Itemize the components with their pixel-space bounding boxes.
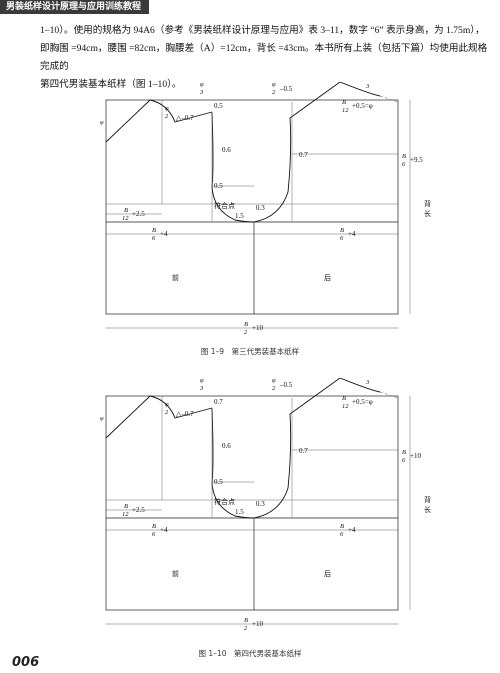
label-b12-num: B xyxy=(342,99,346,106)
label-d15: 1.5 xyxy=(235,212,244,220)
label-b6-right-num: B xyxy=(402,153,406,160)
label-frac-phi2-num: φ xyxy=(165,105,169,112)
label-b2-plus10: +10 xyxy=(252,324,263,332)
label-back-length-1: 背 xyxy=(424,495,431,504)
label-back-phi2-den: 2 xyxy=(272,89,276,96)
label-b6-plus95: +9.5 xyxy=(410,156,423,164)
label-phi2-minus05: –0.5 xyxy=(279,85,293,93)
label-b6-back-den: 6 xyxy=(340,531,344,538)
label-b6-back-num: B xyxy=(340,523,344,530)
label-b6-front-den: 6 xyxy=(152,531,156,538)
label-back: 后 xyxy=(324,273,331,282)
back-armhole-shoulder xyxy=(253,378,381,519)
label-front: 前 xyxy=(172,569,179,578)
label-b6-front-num: B xyxy=(152,523,156,530)
label-d07: 0.7 xyxy=(299,447,308,455)
label-b6-plus4-back: +4 xyxy=(348,526,356,534)
label-b6-plus4-back: +4 xyxy=(348,230,356,238)
frame xyxy=(105,395,399,611)
label-d15: 1.5 xyxy=(235,508,244,516)
label-back: 后 xyxy=(324,569,331,578)
label-b12-front-den: 12 xyxy=(122,215,129,222)
label-b12-den: 12 xyxy=(342,403,349,410)
label-frac-phi3-num: φ xyxy=(200,378,204,384)
label-b12-num: B xyxy=(342,395,346,402)
front-armhole xyxy=(211,111,255,223)
intro-line-1: 1–10）。使用的规格为 94A6（参考《男装纸样设计原理与应用》表 3–11，… xyxy=(40,25,485,36)
label-d03: 0.3 xyxy=(256,204,265,212)
label-b12-den: 12 xyxy=(342,107,349,114)
label-b2-den: 2 xyxy=(244,329,248,336)
label-b6-right-num: B xyxy=(402,449,406,456)
label-d05b: 0.5 xyxy=(214,182,223,190)
page-number: 006 xyxy=(12,655,40,670)
label-b6-right-den: 6 xyxy=(402,457,406,464)
label-b6-right-den: 6 xyxy=(402,161,406,168)
label-back-phi2-den: 2 xyxy=(272,385,276,392)
figure-1-caption: 图 1–9 第三代男装基本纸样 xyxy=(200,347,300,356)
label-b6-plus4-front: +4 xyxy=(160,526,168,534)
back-neck-dash xyxy=(379,391,399,399)
label-d06: 0.6 xyxy=(222,146,231,154)
label-d05a: 0.5 xyxy=(214,102,223,110)
header-band: 男装纸样设计原理与应用训练教程 xyxy=(0,0,500,14)
back-neck-dash xyxy=(379,95,399,103)
label-back-length-2: 长 xyxy=(424,209,431,218)
label-b12-plus25: +2.5 xyxy=(132,506,145,514)
frame xyxy=(105,99,399,315)
label-b2-num: B xyxy=(244,321,248,328)
back-armhole-shoulder xyxy=(253,82,381,223)
intro-line-3: 第四代男装基本纸样（图 1–10）。 xyxy=(40,79,182,90)
label-back-length-1: 背 xyxy=(424,199,431,208)
running-header: 男装纸样设计原理与应用训练教程 xyxy=(0,0,150,14)
label-back-phi3-den: 3 xyxy=(365,379,370,386)
label-frac-phi2-den: 2 xyxy=(165,409,169,416)
label-b12-plus05: +0.5=φ xyxy=(352,398,373,406)
label-notch: 符合点 xyxy=(214,497,235,506)
label-b6-plus4-front: +4 xyxy=(160,230,168,238)
label-d07a: 0.7 xyxy=(214,398,223,406)
label-b6-back-den: 6 xyxy=(340,235,344,242)
label-d05b: 0.5 xyxy=(214,478,223,486)
pattern-figure-1: φ φ 2 φ 3 △–0.7 0.5 0.6 0.5 符合点 1.5 0.3 … xyxy=(100,82,431,336)
label-minus-07: △–0.7 xyxy=(176,410,194,418)
label-b6-front-den: 6 xyxy=(152,235,156,242)
label-b12-front-num: B xyxy=(124,207,128,214)
front-neck-shoulder xyxy=(105,395,213,439)
figure-2-caption: 图 1–10 第四代男装基本纸样 xyxy=(198,649,302,658)
label-back-phi2-num: φ xyxy=(272,82,276,88)
label-b12-plus25: +2.5 xyxy=(132,210,145,218)
label-frac-phi3-den: 3 xyxy=(199,385,204,392)
label-front: 前 xyxy=(172,273,179,282)
label-phi: φ xyxy=(100,415,104,422)
label-b2-num: B xyxy=(244,617,248,624)
label-notch: 符合点 xyxy=(214,201,235,210)
intro-paragraph: 1–10）。使用的规格为 94A6（参考《男装纸样设计原理与应用》表 3–11，… xyxy=(40,22,492,94)
label-b12-front-num: B xyxy=(124,503,128,510)
label-frac-phi3-num: φ xyxy=(200,82,204,88)
label-b6-back-num: B xyxy=(340,227,344,234)
label-b6-front-num: B xyxy=(152,227,156,234)
intro-line-2: 即胸围 =94cm，腰围 =82cm，胸腰差（A）=12cm，背长 =43cm。… xyxy=(40,43,488,72)
label-back-phi2-num: φ xyxy=(272,378,276,384)
label-b2-plus10: +10 xyxy=(252,620,263,628)
label-b12-front-den: 12 xyxy=(122,511,129,518)
label-b6-plus10: +10 xyxy=(410,452,421,460)
label-frac-phi2-den: 2 xyxy=(165,113,169,120)
label-b12-plus05: +0.5=φ xyxy=(352,102,373,110)
label-phi2-minus05: –0.5 xyxy=(279,381,293,389)
front-neck-shoulder xyxy=(105,99,213,143)
label-minus-07: △–0.7 xyxy=(176,114,194,122)
pattern-figure-2: φ φ 2 φ 3 △–0.7 0.7 0.6 0.5 符合点 1.5 0.3 … xyxy=(100,378,431,632)
label-b2-den: 2 xyxy=(244,625,248,632)
label-d06: 0.6 xyxy=(222,442,231,450)
label-d07: 0.7 xyxy=(299,151,308,159)
label-phi: φ xyxy=(100,119,104,126)
front-armhole xyxy=(211,407,255,519)
label-d03: 0.3 xyxy=(256,500,265,508)
label-frac-phi2-num: φ xyxy=(165,401,169,408)
label-frac-phi3-den: 3 xyxy=(199,89,204,96)
label-back-phi3-den: 3 xyxy=(365,83,370,90)
label-back-length-2: 长 xyxy=(424,505,431,514)
